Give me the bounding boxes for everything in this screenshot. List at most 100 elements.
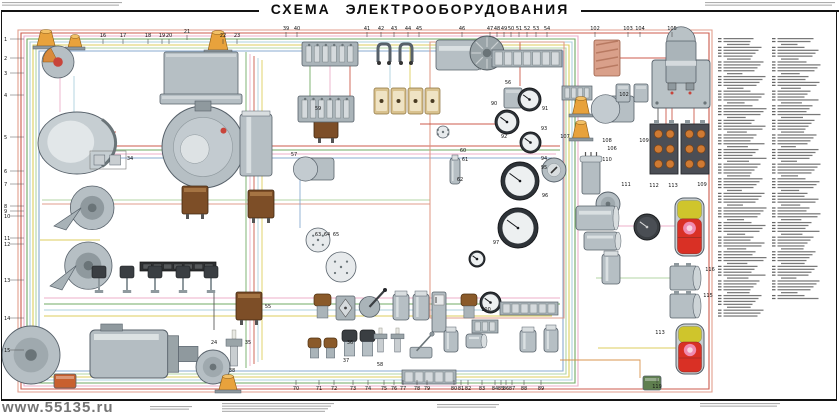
callout-21: 21 [184, 29, 190, 35]
dome-lamp-bottom [214, 374, 242, 394]
callout-9: 9 [4, 209, 7, 215]
callout-42: 42 [378, 26, 384, 32]
horn-high [53, 185, 115, 231]
callout-10: 10 [4, 214, 10, 220]
callout-65: 65 [333, 232, 339, 238]
legend-text [718, 38, 821, 317]
callout-23: 23 [234, 33, 240, 39]
comp-cyl-b [465, 333, 488, 349]
connector-block [561, 85, 593, 101]
callout-45: 45 [416, 26, 422, 32]
callout-49: 49 [501, 26, 507, 32]
captions [2, 2, 835, 412]
flasher-unit [53, 373, 77, 389]
rocker-switch [373, 87, 390, 115]
comp-cyl-a [443, 326, 459, 353]
lever-switch [409, 331, 435, 359]
callout-112: 112 [649, 183, 659, 189]
comp-119 [642, 375, 662, 391]
washer-pump [583, 231, 622, 251]
marker-lamp-top [32, 29, 60, 50]
callout-52: 52 [524, 26, 530, 32]
callout-95: 95 [541, 165, 547, 171]
sensor-brown-a [307, 337, 322, 359]
alternator [161, 100, 245, 189]
callout-80: 80 [451, 386, 457, 392]
gauge-speedometer [500, 161, 540, 201]
callout-38: 38 [229, 368, 235, 374]
callout-53: 53 [533, 26, 539, 32]
callout-84: 84 [492, 386, 498, 392]
wiper-motor [575, 205, 620, 231]
callout-63: 63 [315, 232, 321, 238]
washer-unit [163, 51, 239, 97]
callout-83: 83 [479, 386, 485, 392]
callout-116: 116 [705, 267, 715, 273]
sensor-cyl [601, 250, 621, 285]
callout-100: 100 [481, 307, 491, 313]
fuse-block-a [301, 41, 359, 67]
callout-3: 3 [4, 71, 7, 77]
callout-81: 81 [458, 386, 464, 392]
callout-35: 35 [245, 340, 251, 346]
sensor-dark-a [341, 329, 358, 357]
callout-59: 59 [315, 106, 321, 112]
callout-61: 61 [462, 157, 468, 163]
callout-48: 48 [494, 26, 500, 32]
switch-panel [491, 49, 563, 68]
cab-lamp [203, 30, 233, 54]
callout-64: 64 [324, 232, 330, 238]
border-bottom [1, 399, 837, 401]
battery-1 [649, 120, 679, 175]
callout-8: 8 [4, 204, 7, 210]
connector-58 [401, 369, 457, 385]
callout-79: 79 [424, 386, 430, 392]
callout-60: 60 [460, 148, 466, 154]
switch-cyl-a [392, 290, 410, 321]
comp-cyl-d [543, 324, 559, 353]
fuse-block-b [297, 95, 355, 123]
callout-13: 13 [4, 278, 10, 284]
toggle-switch [175, 265, 191, 293]
callout-55: 55 [265, 304, 271, 310]
clamp-a [376, 42, 392, 65]
callout-50: 50 [508, 26, 514, 32]
callout-41: 41 [364, 26, 370, 32]
callout-85: 85 [498, 386, 504, 392]
callout-107: 107 [560, 134, 570, 140]
connector-round-a [305, 227, 331, 253]
callout-43: 43 [391, 26, 397, 32]
rocker-switch [424, 87, 441, 115]
gauge-dark [633, 213, 661, 241]
callout-34: 34 [127, 156, 133, 162]
callout-94: 94 [541, 156, 547, 162]
gauge-tachometer [497, 207, 539, 249]
rocker-switch [390, 87, 407, 115]
toggle-switch [147, 265, 163, 293]
callout-82: 82 [465, 386, 471, 392]
callout-110: 110 [602, 157, 612, 163]
callout-86: 86 [503, 386, 509, 392]
wire [560, 359, 641, 378]
callout-56: 56 [505, 80, 511, 86]
callout-113: 113 [655, 330, 665, 336]
battery-2 [680, 120, 710, 175]
sensor-stem [449, 154, 461, 185]
connector-long [499, 301, 559, 316]
headlamp-rear-2 [195, 349, 231, 385]
tail-lamp-2 [675, 323, 705, 375]
callout-46: 46 [459, 26, 465, 32]
horn-cone-b [568, 120, 594, 142]
callout-36: 36 [347, 340, 353, 346]
plug-sensor-b [390, 327, 405, 353]
relay-b [247, 189, 275, 223]
switch-diamond [335, 295, 356, 321]
relay-fork-b [633, 83, 649, 103]
border-left [1, 10, 2, 400]
callout-72: 72 [331, 386, 337, 392]
callout-103: 103 [623, 26, 633, 32]
wire [26, 38, 576, 384]
gauge-small [468, 250, 486, 268]
connector-round-b [325, 251, 357, 283]
tail-lamp-1 [674, 197, 705, 257]
